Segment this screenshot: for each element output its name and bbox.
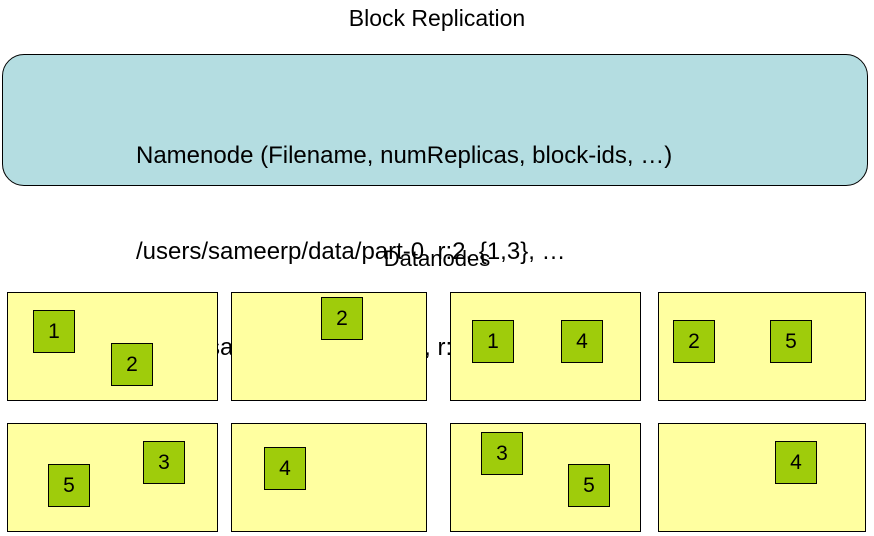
- namenode-file-entry-part0: /users/sameerp/data/part-0, r:2, {1,3}, …: [136, 238, 566, 265]
- datanode-4: [658, 292, 866, 401]
- block-square: 4: [264, 447, 306, 490]
- namenode-box: [2, 54, 868, 186]
- datanodes-label: Datanodes: [383, 246, 491, 271]
- datanode-5: [7, 423, 218, 532]
- block-square: 5: [770, 320, 812, 363]
- block-square: 2: [673, 320, 715, 363]
- block-square: 1: [33, 310, 75, 353]
- block-square: 3: [143, 441, 185, 484]
- block-square: 4: [561, 320, 603, 363]
- block-square: 3: [481, 432, 523, 475]
- datanode-7: [450, 423, 641, 532]
- block-square: 5: [568, 464, 610, 507]
- block-square: 5: [48, 464, 90, 507]
- namenode-schema-line: Namenode (Filename, numReplicas, block-i…: [136, 142, 673, 169]
- page-title: Block Replication: [348, 5, 526, 31]
- datanode-8: [658, 423, 866, 532]
- block-square: 2: [321, 297, 363, 340]
- block-square: 2: [111, 343, 153, 386]
- datanode-6: [231, 423, 427, 532]
- block-square: 4: [775, 441, 817, 484]
- block-square: 1: [472, 320, 514, 363]
